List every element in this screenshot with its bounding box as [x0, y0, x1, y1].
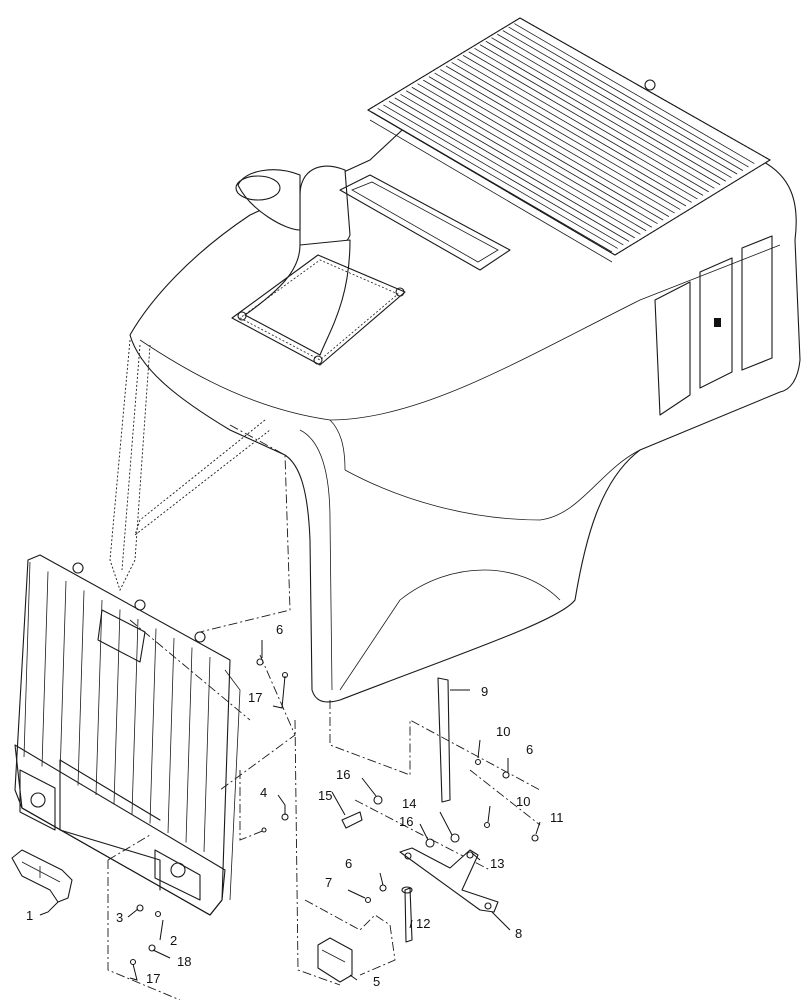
- grille-slat: [400, 93, 641, 235]
- grille-slat: [423, 79, 664, 221]
- grille-slat: [417, 83, 658, 225]
- callout-12: 12: [416, 916, 430, 931]
- callout-14: 14: [402, 796, 416, 811]
- grille-slat: [457, 58, 698, 200]
- grille-slat: [383, 104, 624, 246]
- callouts: 1 2 3 4 5 6 6 6 7 8 9 10 10 11 12 13 14: [26, 622, 564, 989]
- grille-slat: [377, 108, 618, 249]
- panel-rib: [41, 571, 49, 767]
- grille-slat: [491, 37, 732, 179]
- callout-6c: 6: [345, 856, 352, 871]
- panel-rib: [203, 656, 211, 853]
- grille-slat: [502, 30, 744, 171]
- grille-slat: [485, 40, 727, 182]
- callout-2: 2: [170, 933, 177, 948]
- panel-rib: [149, 628, 157, 824]
- callout-6a: 6: [276, 622, 283, 637]
- grille-slat: [388, 101, 630, 242]
- grille-slat: [468, 51, 709, 193]
- callout-16b: 16: [399, 814, 413, 829]
- panel-rib: [59, 580, 67, 777]
- panel-rib: [131, 618, 139, 815]
- grille-slat: [411, 86, 653, 228]
- callout-11: 11: [550, 810, 564, 825]
- grille-slat: [371, 111, 613, 253]
- callout-7: 7: [325, 875, 332, 890]
- grille-slat: [451, 62, 692, 203]
- panel-rib: [23, 561, 31, 758]
- part-bracket-8: [399, 847, 499, 913]
- callout-16a: 16: [336, 767, 350, 782]
- grille-slat: [514, 23, 755, 164]
- grille-slat: [479, 44, 721, 186]
- callout-6b: 6: [526, 742, 533, 757]
- callout-1: 1: [26, 908, 33, 923]
- callout-3: 3: [116, 910, 123, 925]
- part-latch-5: [317, 937, 353, 983]
- air-intake-stack: [231, 165, 511, 366]
- roof-grille: [367, 17, 771, 263]
- side-windows: [654, 235, 773, 416]
- callout-4: 4: [260, 785, 267, 800]
- callout-5: 5: [373, 974, 380, 989]
- callout-10a: 10: [496, 724, 510, 739]
- callout-13: 13: [490, 856, 504, 871]
- panel-rib: [77, 590, 85, 786]
- panel-rib: [95, 599, 103, 796]
- grille-slat: [474, 47, 715, 189]
- callout-15: 15: [318, 788, 332, 803]
- part-stud-12: [401, 886, 413, 943]
- fasteners: [129, 658, 539, 966]
- grille-slat: [440, 69, 681, 210]
- grille-slat: [497, 33, 738, 175]
- front-panel: [14, 554, 241, 916]
- part-handle-1: [11, 849, 73, 903]
- panel-rib: [113, 609, 121, 805]
- callout-18: 18: [177, 954, 191, 969]
- grille-slat: [445, 65, 687, 207]
- callout-17b: 17: [146, 971, 160, 986]
- grille-slat: [508, 26, 749, 168]
- grille-slat: [428, 76, 670, 217]
- callout-10b: 10: [516, 794, 530, 809]
- grille-slat: [462, 55, 704, 196]
- part-strap-9: [437, 677, 451, 803]
- callout-8: 8: [515, 926, 522, 941]
- grille-slat: [394, 97, 635, 239]
- callout-9: 9: [481, 684, 488, 699]
- panel-rib: [167, 637, 175, 834]
- grille-slat: [434, 72, 675, 214]
- part-bolt-15: [341, 811, 363, 829]
- panel-rib: [185, 647, 193, 843]
- grille-slat: [405, 90, 647, 232]
- callout-17a: 17: [248, 690, 262, 705]
